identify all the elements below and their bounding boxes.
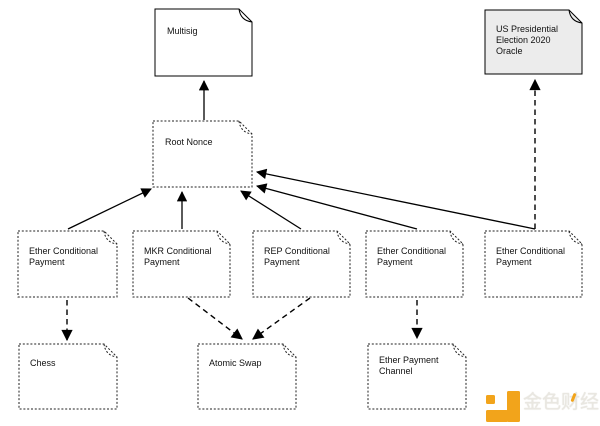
jinse-logo-icon: [486, 391, 520, 422]
node-ether-payment-channel-label: Ether Payment Channel: [379, 355, 439, 376]
node-ether-cp-1-outline: [17, 230, 118, 298]
node-atomic-swap-label: Atomic Swap: [209, 358, 262, 368]
node-oracle-outline: [484, 9, 583, 75]
node-rep-cp-fold: [336, 230, 351, 245]
edge-ethercp1-to-rootnonce: [67, 188, 152, 230]
edge-repcp-to-atomicswap: [252, 297, 311, 340]
node-oracle-label: US Presidential Election 2020 Oracle: [496, 24, 559, 56]
node-mkr-cp-label: MKR Conditional Payment: [144, 246, 212, 267]
node-atomic-swap-outline: [197, 343, 297, 410]
node-ether-cp-3-label: Ether Conditional Payment: [496, 246, 566, 267]
node-multisig-label: Multisig: [167, 26, 198, 36]
node-root-nonce-outline: [152, 120, 253, 188]
node-ether-cp-2-label: Ether Conditional Payment: [377, 246, 447, 267]
node-root-nonce-label: Root Nonce: [165, 137, 213, 147]
node-ether-cp-3-fold: [568, 230, 583, 245]
node-mkr-cp-fold: [216, 230, 231, 245]
edge-repcp-to-rootnonce: [240, 190, 302, 230]
node-ether-payment-channel-outline: [367, 343, 467, 410]
node-rep-cp-label: REP Conditional Payment: [264, 246, 330, 267]
node-ether-cp-1-label: Ether Conditional Payment: [29, 246, 99, 267]
node-oracle-fold: [568, 9, 583, 24]
jinse-watermark-text: 金色财经: [523, 392, 600, 413]
node-chess-outline: [18, 343, 118, 410]
node-atomic-swap-fold: [282, 343, 297, 358]
node-multisig-fold: [238, 8, 253, 23]
edge-mkrcp-to-atomicswap: [187, 297, 243, 340]
node-mkr-cp-outline: [132, 230, 231, 298]
jinse-watermark: 金色财经: [483, 389, 600, 424]
node-rep-cp-outline: [252, 230, 351, 298]
node-ether-cp-2-outline: [365, 230, 464, 298]
node-root-nonce-fold: [238, 120, 253, 135]
node-chess-label: Chess: [30, 358, 56, 368]
node-ether-cp-2-fold: [449, 230, 464, 245]
edge-ethercp2-to-rootnonce: [255, 183, 418, 230]
node-ether-payment-channel-fold: [452, 343, 467, 358]
node-ether-cp-3-outline: [484, 230, 583, 298]
node-multisig-outline: [154, 8, 253, 77]
node-ether-cp-1-fold: [103, 230, 118, 245]
node-chess-fold: [103, 343, 118, 358]
edge-ethercp3-to-rootnonce: [255, 168, 536, 230]
